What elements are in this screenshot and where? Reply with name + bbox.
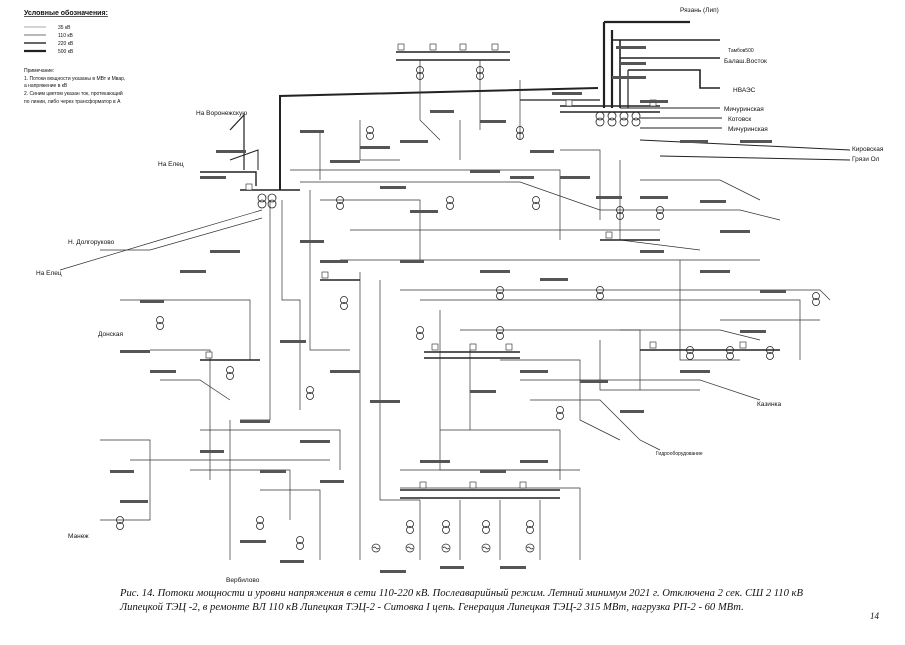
transformer-icon	[766, 346, 774, 360]
legend-label-35: 35 кВ	[58, 25, 71, 31]
transformer-icon	[526, 520, 534, 534]
legend: Условные обозначения: 35 кВ 110 кВ 220 к…	[24, 9, 125, 105]
transformer-icon	[476, 66, 484, 80]
transformer-icon	[656, 206, 664, 220]
transformer-icon	[257, 193, 267, 209]
transformers	[116, 66, 820, 550]
transformer-icon	[496, 286, 504, 300]
label-balash: Балаш.Восток	[724, 58, 767, 65]
transformer-icon	[296, 536, 304, 550]
legend-note-3: 2. Синим цветом указан ток, протекающий	[24, 90, 123, 97]
transformer-icon	[556, 406, 564, 420]
transformer-icon	[406, 520, 414, 534]
transformer-icon	[619, 111, 629, 127]
legend-note-2: а напряжение в кВ	[24, 83, 68, 89]
transformer-icon	[532, 196, 540, 210]
switchgear	[205, 43, 747, 489]
transformer-icon	[726, 346, 734, 360]
label-manezh: Манеж	[68, 533, 89, 540]
generator-icon	[481, 543, 491, 553]
transformer-icon	[416, 66, 424, 80]
network-lines	[59, 60, 831, 560]
generators	[371, 543, 535, 553]
legend-note-4: по линии, либо через трансформатор в А	[24, 99, 121, 105]
transformer-icon	[256, 516, 264, 530]
label-michurinsk: Мичуринская	[724, 106, 764, 113]
transformer-icon	[616, 206, 624, 220]
label-gidro: Гидрооборудование	[656, 451, 703, 457]
label-dolgorukovo: Н. Долгоруково	[68, 239, 115, 246]
transformer-icon	[516, 126, 524, 140]
legend-label-500: 500 кВ	[58, 49, 74, 55]
transformer-icon	[607, 111, 617, 127]
label-voronezh: На Воронежскую	[196, 110, 247, 117]
label-verhoilovo: Вербилово	[226, 576, 260, 584]
legend-label-220: 220 кВ	[58, 41, 74, 47]
label-michurinsk-2: Мичуринская	[728, 126, 768, 133]
label-ryazan: Рязань (Лип)	[680, 7, 719, 14]
generator-icon	[525, 543, 535, 553]
transformer-icon	[116, 516, 124, 530]
transformer-icon	[496, 326, 504, 340]
transformer-icon	[416, 326, 424, 340]
generator-icon	[405, 543, 415, 553]
legend-note-0: Примечание:	[24, 68, 54, 74]
label-kirovsk: Кировская	[852, 146, 884, 153]
transformer-icon	[366, 126, 374, 140]
page-number: 14	[870, 611, 879, 621]
label-nvaes: НВАЭС	[733, 87, 756, 94]
flow-annotations	[110, 46, 786, 573]
label-donskaya: Донская	[98, 331, 124, 338]
label-kazinka: Казинка	[757, 401, 782, 408]
transformer-icon	[336, 196, 344, 210]
bus-bars	[200, 51, 780, 499]
label-elets-1: На Елец	[158, 161, 184, 168]
legend-label-110: 110 кВ	[58, 33, 74, 39]
label-elets-2: На Елец	[36, 270, 62, 277]
main-lines	[200, 20, 851, 190]
transformer-icon	[631, 111, 641, 127]
transformer-icon	[267, 193, 277, 209]
transformer-icon	[226, 366, 234, 380]
transformer-icon	[686, 346, 694, 360]
direction-labels: Рязань (Лип) Тамбов500 Балаш.Восток НВАЭ…	[36, 7, 884, 584]
transformer-icon	[596, 286, 604, 300]
transformer-icon	[595, 111, 605, 127]
transformer-icon	[482, 520, 490, 534]
transformer-icon	[446, 196, 454, 210]
label-gryazi: Грязи Ол	[852, 156, 880, 163]
label-tambov500: Тамбов500	[728, 48, 754, 54]
transformer-icon	[812, 292, 820, 306]
transformer-icon	[340, 296, 348, 310]
generator-icon	[371, 543, 381, 553]
transformer-icon	[306, 386, 314, 400]
label-kotovsk: Котовск	[728, 116, 751, 123]
transformer-icon	[442, 520, 450, 534]
generator-icon	[441, 543, 451, 553]
transformer-icon	[156, 316, 164, 330]
legend-note-1: 1. Потоки мощности указаны в МВт и Мвар,	[24, 76, 125, 82]
figure-caption: Рис. 14. Потоки мощности и уровни напряж…	[120, 588, 803, 613]
legend-title: Условные обозначения:	[24, 9, 108, 17]
